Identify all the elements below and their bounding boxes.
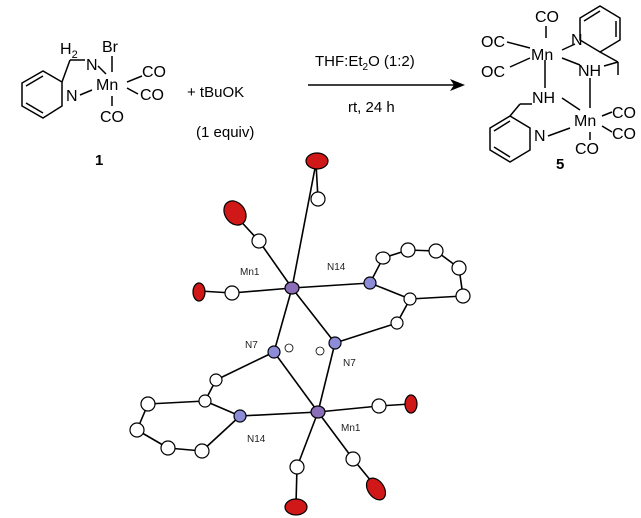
crystal-atoms	[129, 152, 471, 516]
carbon-atom	[390, 316, 404, 330]
co-label-a: CO	[142, 64, 166, 81]
carbon-atom	[400, 242, 416, 258]
compound-5-structure: OC OC CO Mn N NH NH Mn N CO CO CO 5	[481, 5, 636, 173]
co-label-c: CO	[100, 109, 124, 126]
carbon-atom	[194, 443, 210, 459]
pyridine-ring-5-bottom	[489, 115, 531, 163]
crystal-bonds	[136, 162, 464, 505]
co-right-label-2: CO	[612, 126, 636, 143]
mn-top-label: Mn	[531, 47, 553, 64]
n7-left-label: N7	[245, 340, 258, 351]
oxygen-atom	[404, 394, 418, 414]
n14-bottom-label: N14	[247, 434, 266, 445]
n14-top-label: N14	[327, 262, 346, 273]
carbon-atom	[371, 398, 387, 414]
carbon-atom	[345, 451, 361, 467]
carbon-atom	[428, 243, 444, 259]
co-label-b: CO	[140, 87, 164, 104]
carbon-atom	[198, 394, 212, 408]
compound-1-number: 1	[95, 152, 103, 169]
manganese-atom	[310, 405, 326, 419]
mn1-bottom-label: Mn1	[341, 423, 361, 434]
co-right-label-1: CO	[612, 105, 636, 122]
carbon-atom	[209, 373, 223, 387]
pyridine-n-label: N	[66, 88, 78, 105]
reagent-text: + tBuOK	[187, 84, 244, 101]
carbon-atom	[451, 260, 467, 276]
oxygen-atom	[192, 282, 206, 302]
reaction-arrow	[308, 79, 465, 91]
carbon-atom	[251, 233, 267, 249]
oxygen-atom	[284, 498, 308, 516]
mn1-top-label: Mn1	[240, 267, 260, 278]
compound-5-number: 5	[556, 156, 564, 173]
reagent-equiv: (1 equiv)	[196, 124, 254, 141]
nitrogen-atom	[267, 345, 281, 359]
h2-label: H2	[60, 41, 78, 61]
carbon-atom	[375, 251, 391, 265]
solvent-conditions: THF:Et2O (1:2)	[315, 53, 415, 73]
oxygen-atom	[305, 152, 329, 170]
nitrogen-atom	[363, 276, 377, 290]
manganese-atom	[284, 281, 300, 295]
compound-1-structure: H2 N Br Mn CO CO CO N 1	[21, 39, 166, 169]
carbon-atom	[140, 396, 156, 412]
oc-label-2: OC	[481, 64, 505, 81]
pyridine-ring-5-top	[579, 5, 621, 53]
n-py-bottom-label: N	[534, 128, 546, 145]
carbon-atom	[289, 459, 305, 475]
carbon-atom	[403, 292, 417, 306]
amine-n-label: N	[86, 57, 98, 74]
oc-label-1: OC	[481, 34, 505, 51]
nh-left-label: NH	[532, 90, 555, 107]
nitrogen-atom	[328, 336, 342, 350]
nitrogen-atom	[233, 409, 247, 423]
carbon-atom	[160, 440, 176, 456]
carbon-atom	[310, 191, 326, 207]
mn-label: Mn	[96, 77, 118, 94]
co-top-label: CO	[535, 9, 559, 26]
hydrogen-atom	[284, 343, 294, 353]
oxygen-atom	[223, 200, 247, 226]
carbon-atom	[129, 422, 145, 438]
pyridine-ring-1	[21, 70, 63, 119]
hydrogen-atom	[315, 346, 325, 356]
mn-bottom-label: Mn	[574, 113, 596, 130]
n7-right-label: N7	[343, 358, 356, 369]
co-bottom-label: CO	[575, 141, 599, 158]
n-py-top-label: N	[571, 32, 583, 49]
oxygen-atom	[365, 477, 387, 501]
time-conditions: rt, 24 h	[348, 99, 395, 116]
crystal-structure: Mn1 N14 N7 N7 N14 Mn1	[129, 152, 471, 516]
carbon-atom	[455, 288, 471, 304]
carbon-atom	[224, 285, 240, 301]
nh-right-label: NH	[578, 63, 601, 80]
br-label: Br	[102, 39, 119, 56]
